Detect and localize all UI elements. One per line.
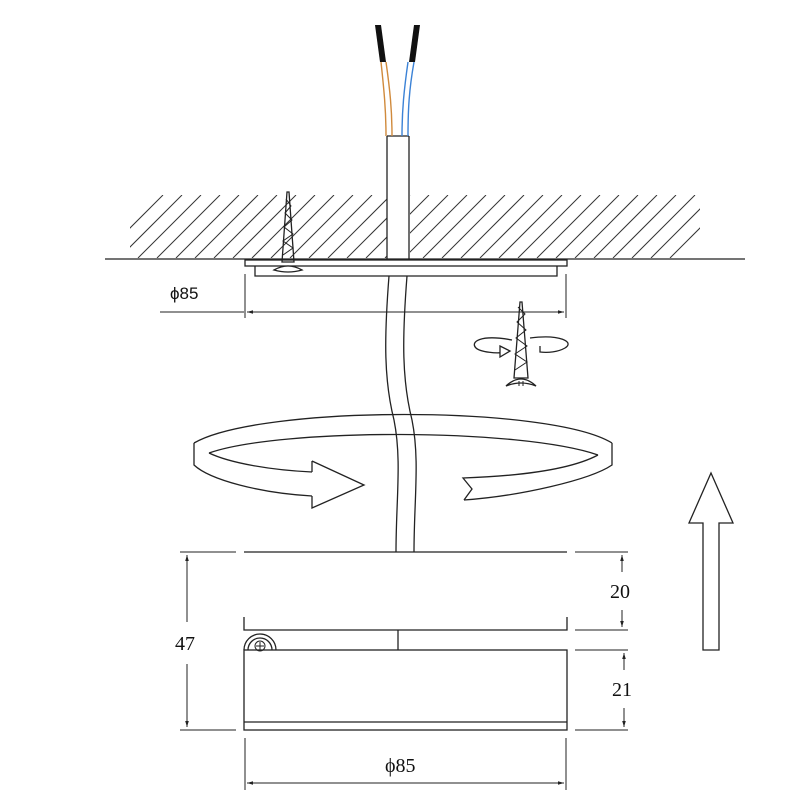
ceiling-screw-icon — [272, 191, 304, 273]
dimension-body-diameter: ϕ85 — [244, 738, 567, 790]
total-height-label: 47 — [175, 633, 195, 655]
push-up-arrow-icon — [688, 471, 734, 651]
dimension-total-height: 47 — [175, 555, 236, 731]
ceiling-hatch — [130, 195, 700, 258]
mounting-plate — [244, 259, 568, 277]
plate-diameter-label: ϕ85 — [170, 284, 198, 303]
body-height-label: 21 — [612, 679, 632, 701]
screw-rotate-icon — [473, 301, 569, 387]
dimension-body-height: 21 — [575, 649, 632, 731]
gap-height-label: 20 — [610, 581, 630, 603]
fixing-screw-icon — [243, 633, 277, 652]
power-cable — [375, 25, 420, 553]
dimension-gap-height: 20 — [575, 555, 630, 631]
rotation-arrow-icon — [193, 413, 613, 509]
fixture-body — [180, 551, 628, 731]
dimension-plate-diameter: ϕ85 — [160, 274, 567, 318]
body-diameter-label: ϕ85 — [385, 755, 416, 777]
